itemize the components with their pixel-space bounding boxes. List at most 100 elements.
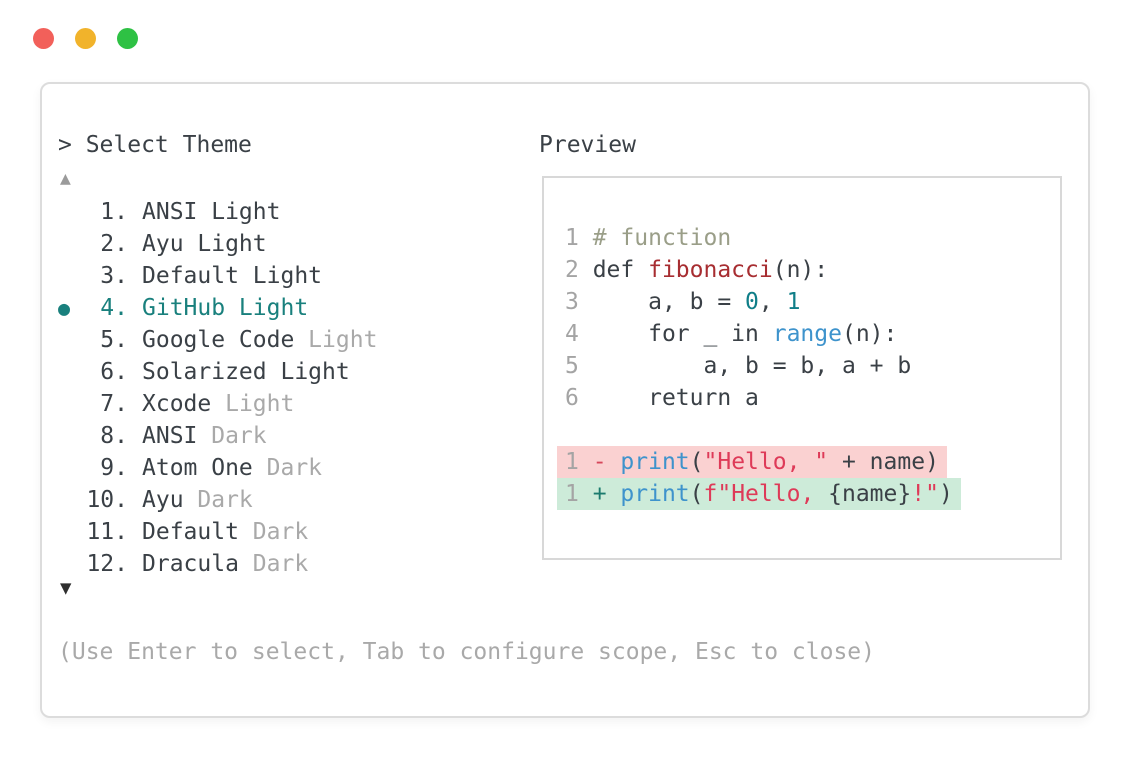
line-number: 6 [565, 385, 593, 411]
theme-item-number: 5. [100, 327, 128, 353]
theme-item-label: Default Dark [142, 519, 309, 545]
code-token: return a [592, 385, 759, 411]
code-token: def [592, 257, 649, 283]
theme-item-7[interactable]: 7. Xcode Light [58, 388, 377, 420]
theme-item-variant: Dark [252, 455, 323, 481]
theme-item-number: 7. [100, 391, 128, 417]
theme-item-variant: Dark [197, 423, 267, 449]
line-number: 1 [565, 481, 593, 507]
theme-item-10[interactable]: 10.Ayu Dark [58, 484, 377, 516]
code-token: 1 [786, 289, 801, 315]
bullet-slot [58, 324, 86, 356]
line-number: 1 [565, 225, 593, 251]
code-line: 1 # function [565, 222, 1060, 254]
theme-item-9[interactable]: 9. Atom One Dark [58, 452, 377, 484]
diff-highlight: 1 + print(f"Hello, {name}!") [557, 478, 961, 510]
code-token: f"Hello, [703, 481, 829, 507]
code-line: 3 a, b = 0, 1 [565, 286, 1060, 318]
selected-bullet-icon: ● [58, 296, 71, 320]
theme-list: 1. ANSI Light 2.Ayu Light 3. Default Light… [58, 196, 377, 580]
bullet-slot [58, 196, 86, 228]
code-token: (n): [772, 257, 829, 283]
theme-item-number: 8. [100, 423, 128, 449]
theme-item-number: 4. [100, 295, 128, 321]
code-line: 5 a, b = b, a + b [565, 350, 1060, 382]
bullet-slot [58, 516, 86, 548]
code-token: (n): [841, 321, 898, 347]
code-token: {name} [828, 481, 912, 507]
diff-removed-line: 1 - print("Hello, " + name) [557, 446, 1060, 478]
theme-item-number: 2. [100, 231, 128, 257]
code-token: for _ in [592, 321, 773, 347]
code-token: + [592, 481, 621, 507]
theme-item-number: 1. [100, 199, 128, 225]
help-text: (Use Enter to select, Tab to configure s… [58, 639, 875, 665]
code-token: "Hello, " [703, 449, 829, 475]
code-token: # function [592, 225, 732, 251]
theme-item-5[interactable]: 5. Google Code Light [58, 324, 377, 356]
theme-item-variant: Dark [238, 519, 309, 545]
code-line: 6 return a [565, 382, 1060, 414]
code-token: - [592, 449, 621, 475]
theme-item-number: 12. [86, 551, 128, 577]
bullet-slot [58, 388, 86, 420]
code-token: + name) [828, 449, 939, 475]
close-dot-icon[interactable] [33, 28, 54, 49]
theme-item-variant: Light [294, 327, 378, 353]
theme-item-11[interactable]: 11.Default Dark [58, 516, 377, 548]
code-token: ( [689, 481, 704, 507]
maximize-dot-icon[interactable] [117, 28, 138, 49]
diff-highlight: 1 - print("Hello, " + name) [557, 446, 947, 478]
theme-item-variant: Dark [183, 487, 253, 513]
window-controls [33, 28, 138, 49]
code-token: print [620, 449, 690, 475]
theme-item-label: Atom One Dark [142, 455, 323, 481]
bullet-slot [58, 260, 86, 292]
theme-item-2[interactable]: 2.Ayu Light [58, 228, 377, 260]
theme-item-label: GitHub Light [142, 295, 309, 321]
theme-item-variant: Dark [238, 551, 309, 577]
theme-item-label: ANSI Light [142, 199, 281, 225]
code-token: range [772, 321, 842, 347]
bullet-slot [58, 356, 86, 388]
theme-item-label: Google Code Light [142, 327, 378, 353]
theme-item-label: Solarized Light [142, 359, 350, 385]
theme-item-label: ANSI Dark [142, 423, 267, 449]
line-number: 2 [565, 257, 593, 283]
preview-label: Preview [539, 132, 636, 158]
theme-item-3[interactable]: 3. Default Light [58, 260, 377, 292]
theme-item-label: Default Light [142, 263, 323, 289]
theme-item-label: Ayu Dark [142, 487, 253, 513]
theme-item-12[interactable]: 12.Dracula Dark [58, 548, 377, 580]
code-token: a, b = [592, 289, 746, 315]
code-line: 2 def fibonacci(n): [565, 254, 1060, 286]
code-token: , [758, 289, 787, 315]
code-line: 4 for _ in range(n): [565, 318, 1060, 350]
scroll-up-icon[interactable]: ▲ [60, 168, 71, 189]
code-token: ) [938, 481, 953, 507]
bullet-slot [58, 420, 86, 452]
picker-title: > Select Theme [58, 132, 252, 158]
minimize-dot-icon[interactable] [75, 28, 96, 49]
code-token: a, b = b, a + b [592, 353, 912, 379]
code-token: print [620, 481, 690, 507]
bullet-slot [58, 484, 86, 516]
theme-item-1[interactable]: 1. ANSI Light [58, 196, 377, 228]
theme-item-4[interactable]: ● 4. GitHub Light [58, 292, 377, 324]
code-token: !" [911, 481, 939, 507]
code-blank-line [565, 414, 1060, 446]
line-number: 3 [565, 289, 593, 315]
code-token: ( [689, 449, 704, 475]
theme-item-number: 6. [100, 359, 128, 385]
theme-item-number: 3. [100, 263, 128, 289]
line-number: 4 [565, 321, 593, 347]
theme-item-number: 9. [100, 455, 128, 481]
theme-item-variant: Light [211, 391, 295, 417]
theme-item-6[interactable]: 6. Solarized Light [58, 356, 377, 388]
bullet-slot [58, 228, 86, 260]
theme-item-label: Xcode Light [142, 391, 295, 417]
scroll-down-icon[interactable]: ▼ [60, 577, 72, 599]
theme-item-8[interactable]: 8. ANSI Dark [58, 420, 377, 452]
